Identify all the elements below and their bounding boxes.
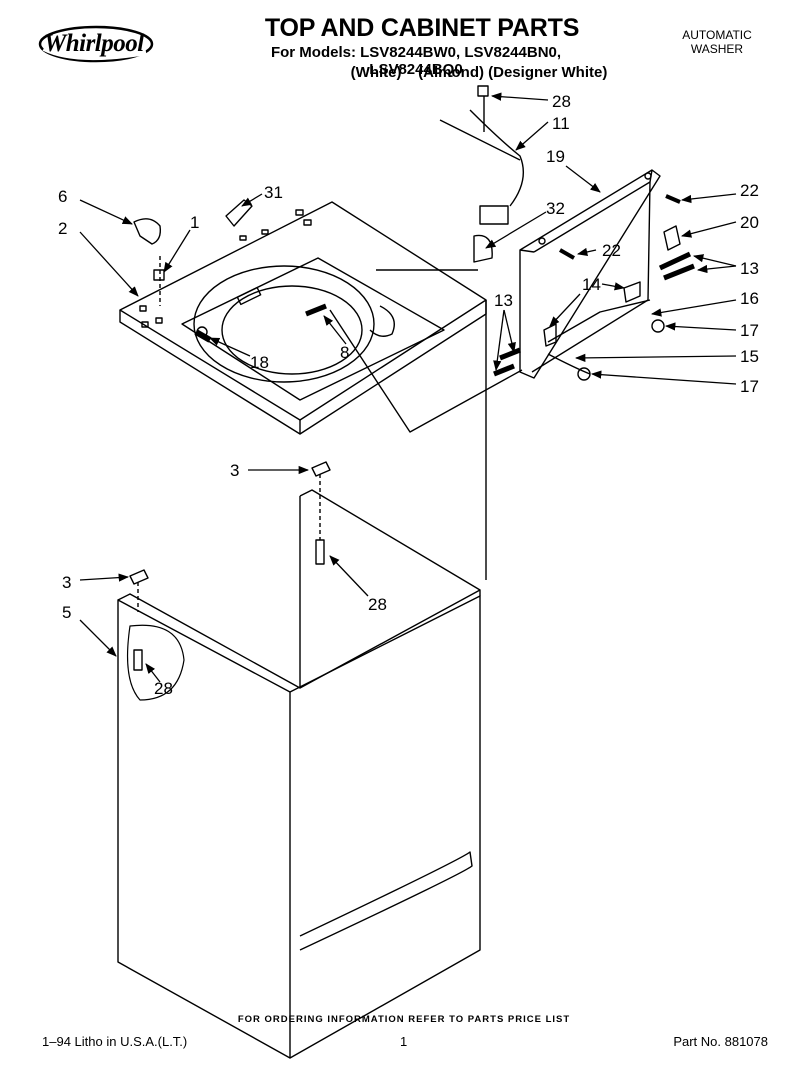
litho-notice: 1–94 Litho in U.S.A.(L.T.): [42, 1034, 188, 1049]
callout-15: 15: [740, 347, 759, 366]
part-number: Part No. 881078: [673, 1034, 768, 1049]
spacer-3b: [129, 569, 149, 585]
page-title: TOP AND CABINET PARTS: [264, 14, 580, 42]
screw-8: [305, 303, 327, 317]
callout-16: 16: [740, 289, 759, 308]
screw-13b: [499, 347, 521, 361]
fill-hose-16: [547, 299, 651, 343]
page-number: 1: [400, 1034, 408, 1049]
whirlpool-logo-swoosh-icon: [38, 25, 154, 63]
screw-13a: [658, 251, 692, 271]
callout-8: 8: [340, 343, 349, 362]
screw-28c: [133, 649, 143, 671]
hinge-clip-6: [133, 218, 162, 245]
product-type-line1: AUTOMATIC: [682, 28, 752, 42]
callout-5: 5: [62, 603, 71, 622]
color-variants: (White) (Almond) (Designer White): [350, 64, 608, 81]
ordering-note: FOR ORDERING INFORMATION REFER TO PARTS …: [237, 1014, 571, 1025]
callout-6: 6: [58, 187, 67, 206]
screw-28b: [315, 539, 325, 565]
callout-18: 18: [250, 353, 269, 372]
callout-28: 28: [552, 92, 571, 111]
callout-1: 1: [190, 213, 199, 232]
callout-11: 11: [552, 114, 570, 133]
clip-1: [153, 269, 165, 281]
callout-2: 2: [58, 219, 67, 238]
screw-22b: [559, 248, 575, 260]
brand-logo: Whirlpool: [44, 30, 144, 57]
callout-28-lower: 28: [154, 679, 173, 698]
callout-31: 31: [264, 183, 283, 202]
product-type: AUTOMATIC WASHER: [662, 28, 772, 56]
callout-3-left: 3: [62, 573, 71, 592]
callout-28-mid: 28: [368, 595, 387, 614]
spacer-3a: [311, 461, 331, 477]
callout-13-right: 13: [740, 259, 759, 278]
nut-17a: [651, 319, 665, 333]
front-guide-line: [329, 309, 523, 433]
callout-17-upper: 17: [740, 321, 759, 340]
inlet-hose: [439, 119, 521, 161]
washer-top-panel: [119, 201, 487, 435]
nut-17b: [577, 367, 591, 381]
screw-28a: [477, 85, 489, 97]
callout-22-right: 22: [740, 181, 759, 200]
callout-22-inner: 22: [602, 241, 621, 260]
fill-hose-15: [547, 353, 591, 375]
bracket-14a: [623, 281, 641, 303]
screw-22a: [665, 194, 681, 204]
product-type-line2: WASHER: [690, 42, 744, 56]
control-console-frame: [519, 169, 661, 379]
callout-14: 14: [582, 275, 601, 294]
washer-cabinet: [117, 489, 481, 1059]
callout-20: 20: [740, 213, 759, 232]
lid-switch-32: [473, 234, 493, 263]
water-valve-harness: [469, 109, 524, 207]
grommet-18: [194, 329, 212, 343]
water-valve: [479, 205, 509, 225]
clamp-20: [663, 225, 681, 251]
model-list: For Models: LSV8244BW0, LSV8244BN0, LSV8…: [270, 44, 562, 78]
callout-13-left: 13: [494, 291, 513, 310]
callout-17-lower: 17: [740, 377, 759, 396]
callout-3-top: 3: [230, 461, 239, 480]
callout-19: 19: [546, 147, 565, 166]
bracket-31: [225, 199, 253, 227]
callout-32: 32: [546, 199, 565, 218]
